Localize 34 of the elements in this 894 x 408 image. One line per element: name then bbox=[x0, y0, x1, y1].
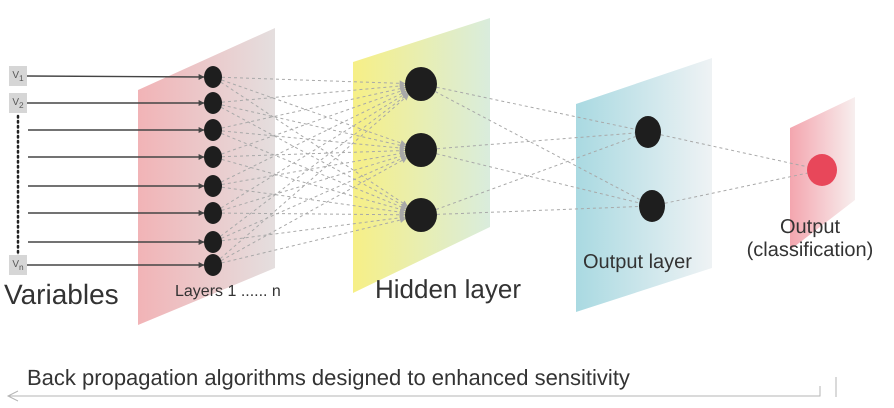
connector-arrow bbox=[221, 86, 406, 128]
connector-arrow bbox=[221, 88, 406, 154]
caption-text: Back propagation algorithms designed to enhanced sensitivity bbox=[27, 365, 630, 390]
connector-arrow bbox=[221, 104, 406, 148]
connector-arrow bbox=[221, 133, 407, 210]
connector-arrow bbox=[27, 74, 205, 80]
variable-box: V$_{1}$ bbox=[9, 66, 27, 86]
connector-arrow bbox=[221, 156, 407, 239]
connector-arrow bbox=[28, 154, 205, 160]
variable-box: V$_{n}$ bbox=[9, 255, 27, 275]
variable-box: V$_{2}$ bbox=[9, 93, 27, 113]
connector-arrow bbox=[27, 100, 205, 106]
connector-arrow bbox=[221, 150, 406, 185]
connector-arrow bbox=[221, 186, 406, 216]
layer-label: Hidden layer bbox=[375, 275, 521, 305]
connector-arrow bbox=[28, 127, 205, 133]
connector-arrow bbox=[222, 130, 406, 151]
connector-arrow bbox=[28, 210, 205, 216]
connector-arrow bbox=[222, 76, 406, 86]
axis-label: Variables bbox=[4, 279, 119, 312]
connector-arrow bbox=[221, 80, 406, 146]
connector-arrow bbox=[222, 148, 406, 158]
connector-arrow bbox=[222, 83, 406, 103]
layer-label: Layers 1 ...... n bbox=[175, 283, 281, 302]
connector-arrow bbox=[220, 157, 408, 261]
layer-label: Output (classification) bbox=[746, 216, 874, 262]
connector-arrow bbox=[221, 217, 406, 264]
connector-arrow bbox=[28, 183, 205, 189]
connector-arrow bbox=[222, 212, 406, 218]
connector-arrow bbox=[28, 239, 205, 245]
layer-label: Output layer bbox=[583, 251, 692, 274]
connector-arrow bbox=[220, 90, 408, 182]
connector-arrow bbox=[221, 214, 406, 242]
connector-arrow bbox=[27, 262, 205, 268]
